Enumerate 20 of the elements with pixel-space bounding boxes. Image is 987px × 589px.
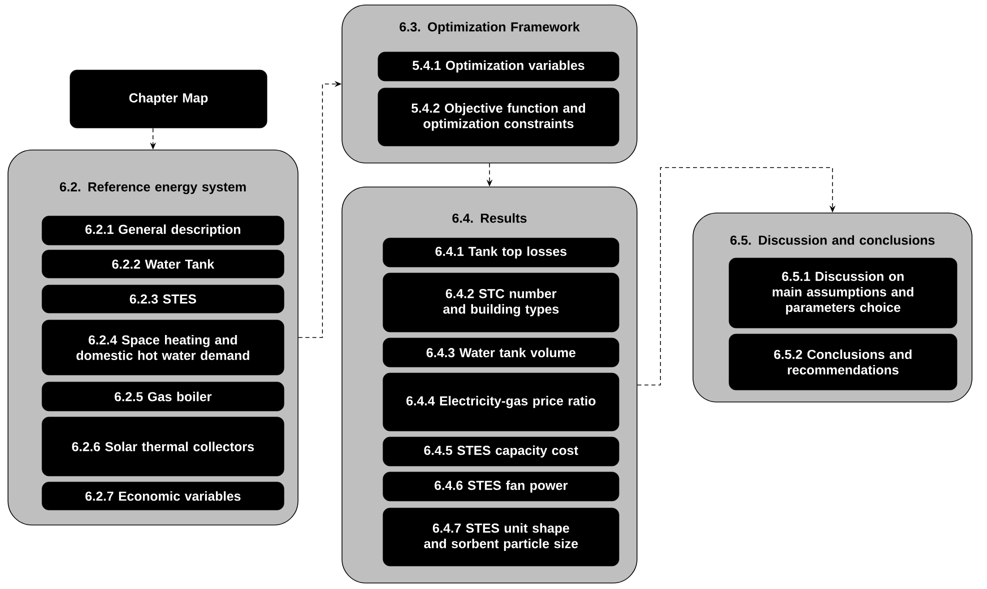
subsection-box: 6.5.1 Discussion on main assumptions and parameters choice (728, 258, 958, 328)
subsection-box: 6.2.7 Economic variables (42, 482, 284, 510)
subsection-box: 6.4.1 Tank top losses (382, 238, 620, 268)
subsection-box: 6.2.5 Gas boiler (42, 382, 284, 412)
subsection-box: 6.4.3 Water tank volume (382, 338, 620, 368)
subsection-box: 6.2.3 STES (42, 284, 284, 314)
subsection-box: 6.4.7 STES unit shape and sorbent particle size (382, 508, 620, 566)
subsection-box: 6.5.2 Conclusions and recommendations (728, 334, 958, 390)
subsection-box: 6.4.5 STES capacity cost (382, 436, 620, 466)
arrow (637, 167, 836, 386)
subsection-box: 6.2.2 Water Tank (42, 250, 284, 278)
subsection-box: 5.4.1 Optimization variables (378, 52, 620, 82)
subsection-box: 6.2.1 General description (42, 216, 284, 246)
subsection-box: 6.4.6 STES fan power (382, 472, 620, 502)
subsection-box: 6.2.6 Solar thermal collectors (42, 416, 284, 476)
subsection-box: 6.2.4 Space heating and domestic hot water demand (42, 320, 284, 376)
chapter-map-box: Chapter Map (70, 70, 268, 128)
subsection-box: 6.4.2 STC number and building types (382, 272, 620, 332)
subsection-box: 5.4.2 Objective function and optimization constraints (378, 88, 620, 146)
subsection-box: 6.4.4 Electricity-gas price ratio (382, 372, 620, 432)
